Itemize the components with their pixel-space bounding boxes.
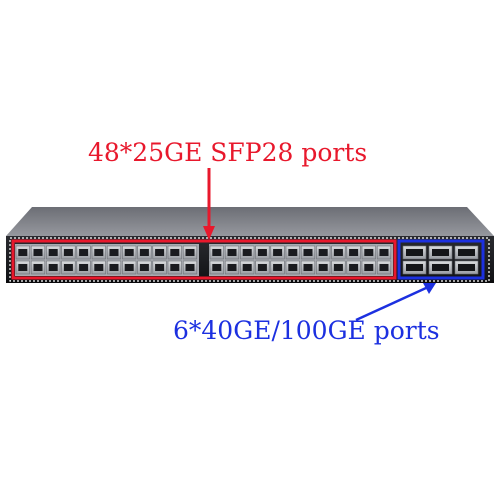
sfp28-port-opening [333, 264, 343, 271]
qsfp-highlight-box [397, 239, 485, 280]
sfp28-port-opening [18, 264, 28, 271]
sfp28-port-opening [303, 264, 313, 271]
sfp28-port-opening [170, 249, 180, 256]
sfp28-port-opening [273, 249, 283, 256]
sfp28-port-opening [364, 249, 374, 256]
sfp28-port-opening [349, 264, 359, 271]
sfp28-port-opening [139, 249, 149, 256]
qsfp-port-opening [458, 264, 475, 271]
qsfp-port-array [402, 245, 479, 275]
sfp28-port-opening [155, 249, 165, 256]
front-panel-dotted-outline [9, 237, 490, 282]
sfp28-port-opening [318, 249, 328, 256]
sfp28-port-opening [273, 264, 283, 271]
sfp28-ports-label: 48*25GE SFP28 ports [88, 138, 368, 167]
sfp28-port-opening [109, 264, 119, 271]
sfp28-port-opening [48, 249, 58, 256]
sfp28-port-opening [212, 264, 222, 271]
qsfp-port-opening [432, 249, 449, 256]
sfp28-port-opening [63, 249, 73, 256]
sfp28-port-opening [227, 264, 237, 271]
sfp28-port-opening [185, 249, 195, 256]
sfp28-port-opening [155, 264, 165, 271]
chassis-top [6, 207, 494, 236]
sfp28-port-opening [170, 264, 180, 271]
sfp28-port-opening [227, 249, 237, 256]
sfp28-port-opening [79, 249, 89, 256]
sfp28-port-opening [333, 249, 343, 256]
sfp28-port-opening [185, 264, 195, 271]
qsfp-port-opening [458, 249, 475, 256]
sfp28-port-opening [288, 249, 298, 256]
sfp28-port-opening [257, 264, 267, 271]
sfp28-highlight-box [11, 239, 397, 280]
sfp28-port-opening [139, 264, 149, 271]
sfp28-port-opening [379, 249, 389, 256]
sfp28-port-opening [33, 249, 43, 256]
qsfp-port-opening [432, 264, 449, 271]
sfp28-port-opening [124, 264, 134, 271]
blue-arrow-head [423, 283, 436, 294]
sfp28-port-opening [109, 249, 119, 256]
red-arrow-head [203, 226, 215, 240]
sfp28-port-opening [288, 264, 298, 271]
sfp28-port-opening [303, 249, 313, 256]
sfp28-port-opening [94, 249, 104, 256]
sfp28-port-array [15, 244, 393, 276]
sfp28-port-opening [379, 264, 389, 271]
sfp28-port-opening [242, 249, 252, 256]
qsfp-ports-label: 6*40GE/100GE ports [173, 316, 440, 345]
sfp28-port-opening [349, 249, 359, 256]
sfp28-port-opening [212, 249, 222, 256]
sfp28-port-opening [79, 264, 89, 271]
sfp28-port-opening [364, 264, 374, 271]
sfp28-port-opening [124, 249, 134, 256]
sfp28-port-opening [63, 264, 73, 271]
qsfp-port-opening [406, 249, 423, 256]
sfp28-port-opening [33, 264, 43, 271]
blue-arrow-line [355, 286, 427, 322]
sfp28-port-opening [257, 249, 267, 256]
sfp28-port-opening [18, 249, 28, 256]
sfp28-port-opening [318, 264, 328, 271]
sfp28-port-opening [94, 264, 104, 271]
sfp28-port-opening [48, 264, 58, 271]
sfp28-port-opening [242, 264, 252, 271]
qsfp-port-opening [406, 264, 423, 271]
